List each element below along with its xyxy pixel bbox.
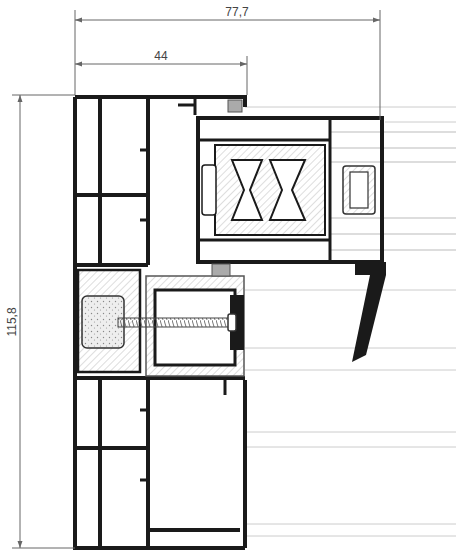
dimension-label: 77,7 (223, 5, 250, 19)
section-lines (245, 524, 456, 525)
frame-profile (98, 378, 102, 548)
dimension-lines (380, 10, 381, 120)
sash-profile (329, 118, 332, 262)
dimension-arrows (18, 95, 23, 102)
dimension-lines (20, 95, 21, 548)
gasket (212, 264, 230, 276)
fixing-screw (118, 318, 230, 327)
glazing-bead (352, 262, 386, 362)
frame-profile (75, 446, 148, 450)
glazing-unit (330, 161, 456, 162)
dimension-arrows (75, 18, 82, 23)
sash-profile (232, 160, 262, 220)
dimension-lines (12, 95, 75, 96)
dimension-lines (75, 64, 247, 65)
frame-profile (140, 479, 148, 482)
section-lines (245, 290, 456, 291)
glazing-unit (330, 132, 456, 250)
sash-profile (198, 118, 382, 262)
frame-profile (146, 378, 150, 548)
sash-profile (198, 118, 382, 262)
section-lines (385, 122, 456, 123)
glazing-unit (330, 131, 456, 132)
dimension-lines (75, 10, 76, 95)
fixing-screw (228, 314, 236, 331)
frame-profile (98, 97, 102, 265)
frame-profile (140, 409, 148, 412)
gasket (212, 100, 242, 276)
sash-profile (198, 239, 330, 242)
frame-profile (73, 97, 77, 550)
section-lines (245, 447, 456, 448)
glazing-bead (352, 262, 386, 362)
frame-profile (75, 193, 148, 197)
frame-profile (148, 528, 240, 532)
gasket (228, 100, 242, 112)
dimension-lines (12, 548, 75, 549)
section-lines (245, 536, 456, 537)
glazing-unit (330, 147, 456, 148)
dimension-lines (75, 20, 380, 21)
dimension-arrows (18, 18, 381, 549)
frame-profile (140, 149, 148, 152)
dimension-label: 115,8 (5, 305, 19, 338)
glazing-unit (330, 217, 456, 218)
dimension-lines (247, 56, 248, 95)
glazing-unit (330, 233, 456, 234)
dimension-arrows (373, 18, 380, 23)
sash-profile (198, 139, 330, 142)
dimension-lines (12, 10, 380, 548)
frame-profile (140, 219, 148, 222)
frame-profile (75, 263, 148, 267)
section-lines (245, 107, 456, 108)
frame-profile (243, 380, 247, 548)
glazing-unit (330, 249, 456, 250)
sash-profile (215, 145, 325, 235)
dimension-label: 44 (152, 49, 169, 63)
section-lines (245, 107, 456, 536)
glazing-unit (343, 166, 375, 214)
sash-profile (202, 165, 216, 215)
dimension-arrows (240, 62, 247, 67)
section-lines (245, 432, 456, 433)
dimension-arrows (75, 62, 82, 67)
frame-profile (178, 104, 195, 107)
sash-profile (270, 160, 305, 220)
dimension-arrows (18, 541, 23, 548)
frame-profile (146, 97, 150, 265)
section-lines (245, 348, 456, 349)
frame-profile (224, 380, 227, 395)
fixing-screw (118, 314, 236, 331)
section-lines (245, 370, 456, 371)
glazing-unit (350, 172, 368, 208)
